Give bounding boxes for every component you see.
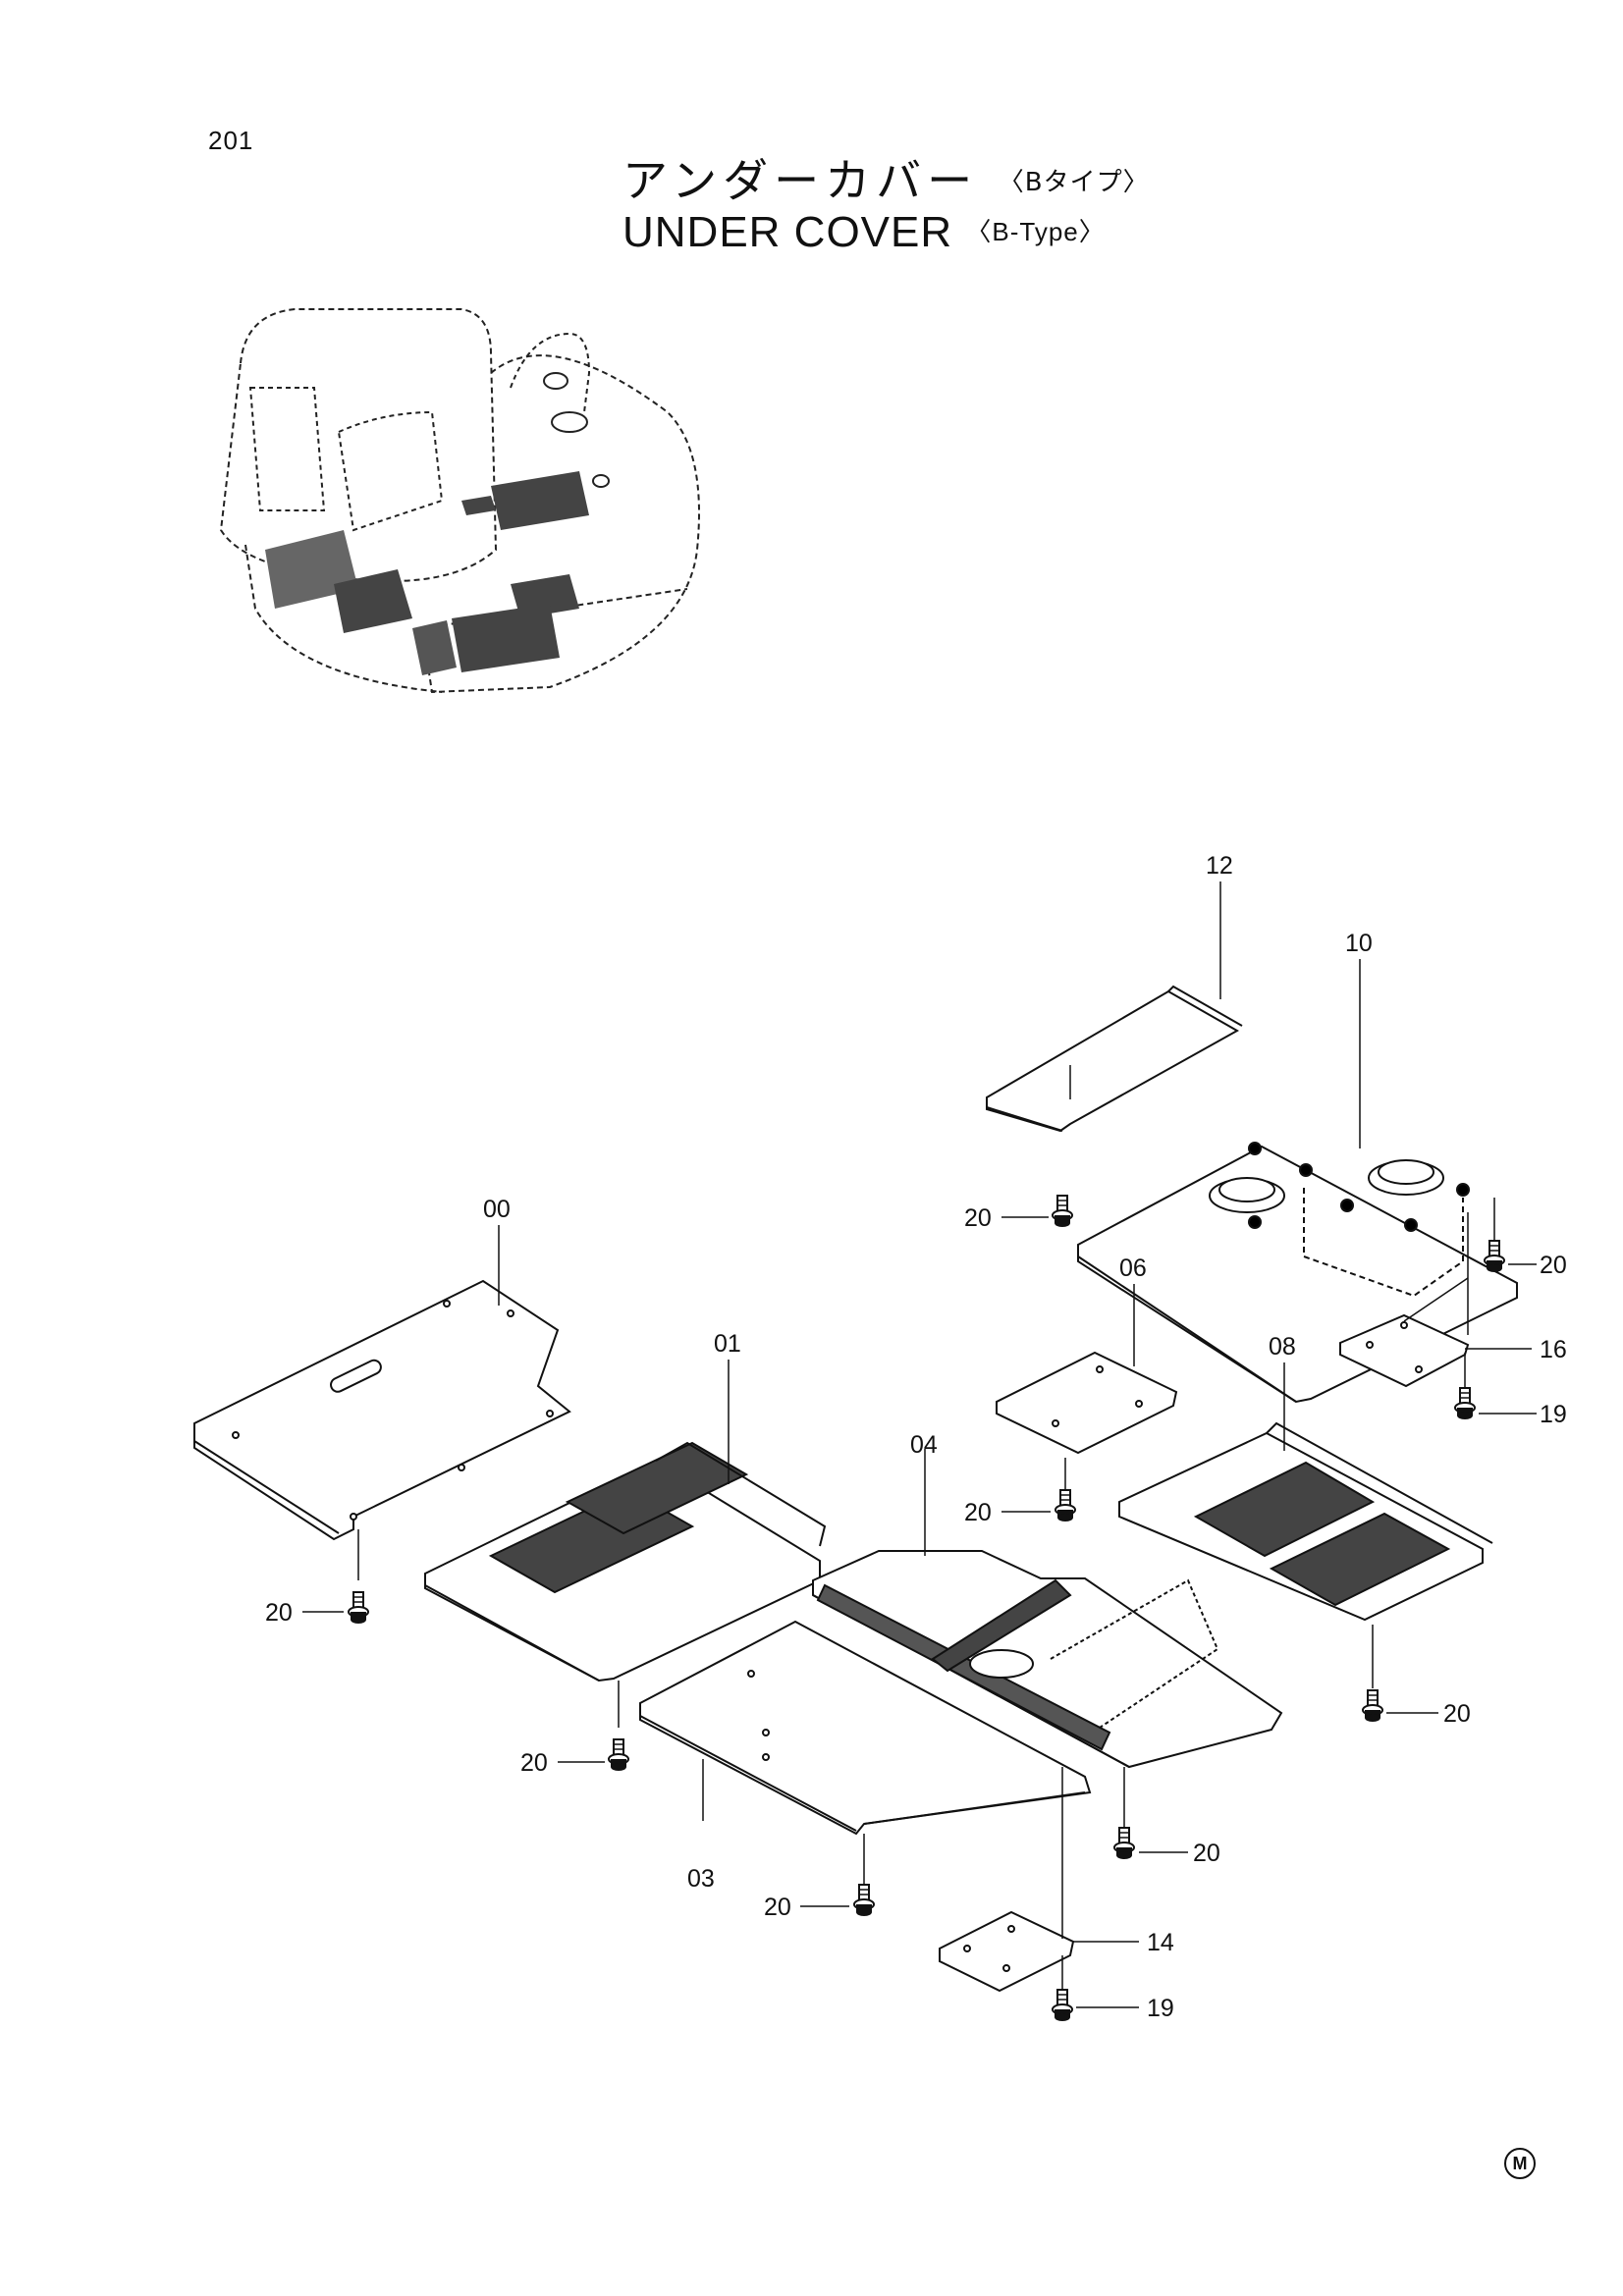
callout-20-right-lower: 20: [1443, 1700, 1471, 1728]
callout-20-top: 20: [964, 1204, 992, 1232]
callout-08: 08: [1269, 1333, 1296, 1361]
part-04-center-cover: [812, 1550, 1283, 1769]
part-01-louvered-cover: [424, 1441, 827, 1682]
part-14-plate: [939, 1910, 1075, 1993]
callout-20-bottom-left: 20: [764, 1894, 791, 1921]
part-00-cover-panel: [193, 1279, 571, 1541]
callout-19-bottom: 19: [1147, 1995, 1174, 2022]
bolt-20-bottom-center: [1113, 1827, 1135, 1860]
bolt-20-right-lower: [1362, 1689, 1383, 1723]
bolt-20-center: [1055, 1489, 1076, 1522]
page-number: 201: [208, 126, 254, 155]
callout-20-center: 20: [964, 1499, 992, 1526]
title-english-variant: 〈B-Type〉: [965, 217, 1106, 246]
title-japanese-text: アンダーカバー: [622, 154, 979, 207]
title-japanese-variant: 〈Bタイプ〉: [998, 168, 1150, 197]
callout-20-left: 20: [265, 1599, 293, 1627]
part-12-cover-panel: [986, 985, 1243, 1133]
bolt-20-right-upper: [1484, 1240, 1505, 1273]
leader-lines: [357, 881, 1532, 1995]
title-japanese: アンダーカバー 〈Bタイプ〉: [622, 145, 1150, 210]
part-06-plate: [996, 1351, 1178, 1455]
title-english-text: UNDER COVER: [622, 208, 953, 256]
bolt-leader-lines: [302, 1216, 1537, 2008]
publisher-mark: M: [1504, 2148, 1536, 2179]
bolt-20-left: [348, 1591, 369, 1625]
bolt-20-top: [1052, 1195, 1073, 1228]
part-03-cover-panel: [639, 1620, 1092, 1836]
bolt-19-bottom: [1052, 1989, 1073, 2022]
callout-labels: 00 01 03 04 06 08 10 12 14 16 19 19 20 2…: [265, 852, 1567, 2022]
callout-04: 04: [910, 1431, 938, 1459]
callout-20-middle-left: 20: [520, 1749, 548, 1777]
callout-20-right-upper: 20: [1540, 1252, 1567, 1279]
callout-01: 01: [714, 1330, 741, 1358]
callout-20-bottom-center: 20: [1193, 1840, 1220, 1867]
callout-16: 16: [1540, 1336, 1567, 1363]
callout-19-right: 19: [1540, 1401, 1567, 1428]
bolt-20-middle-left: [608, 1738, 629, 1772]
callout-12: 12: [1206, 852, 1233, 880]
bolt-19-right: [1454, 1387, 1476, 1420]
callout-06: 06: [1119, 1255, 1147, 1282]
callout-00: 00: [483, 1196, 511, 1223]
callout-14: 14: [1147, 1929, 1174, 1956]
part-08-louvered-cover: [1118, 1421, 1493, 1622]
bolt-20-bottom-left: [853, 1884, 875, 1917]
title-english: UNDER COVER 〈B-Type〉: [622, 208, 1106, 257]
callout-10: 10: [1345, 930, 1373, 957]
excavator-overview-illustration: [219, 308, 700, 694]
callout-03: 03: [687, 1865, 715, 1893]
